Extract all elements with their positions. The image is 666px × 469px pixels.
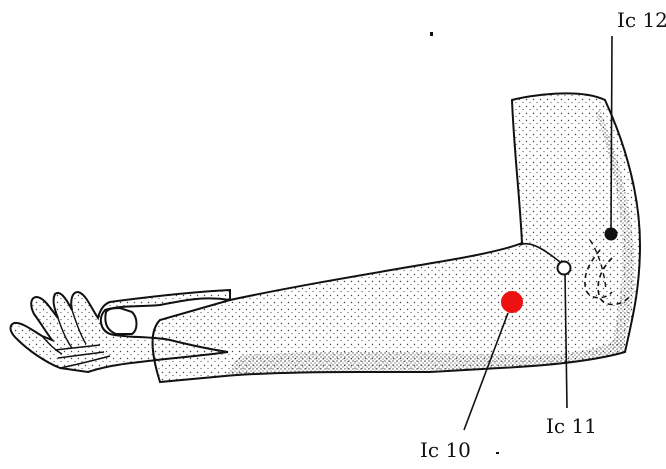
upper-arm (153, 93, 641, 382)
thumb (105, 308, 136, 334)
ic12-label: Ic 12 (617, 10, 666, 30)
ic11-point (558, 262, 571, 275)
ic10-label: Ic 10 (420, 440, 471, 460)
ic11-label: Ic 11 (546, 416, 597, 436)
ic12-point (605, 228, 618, 241)
ic10-point (501, 291, 523, 313)
ic12-leader-line (611, 36, 612, 232)
